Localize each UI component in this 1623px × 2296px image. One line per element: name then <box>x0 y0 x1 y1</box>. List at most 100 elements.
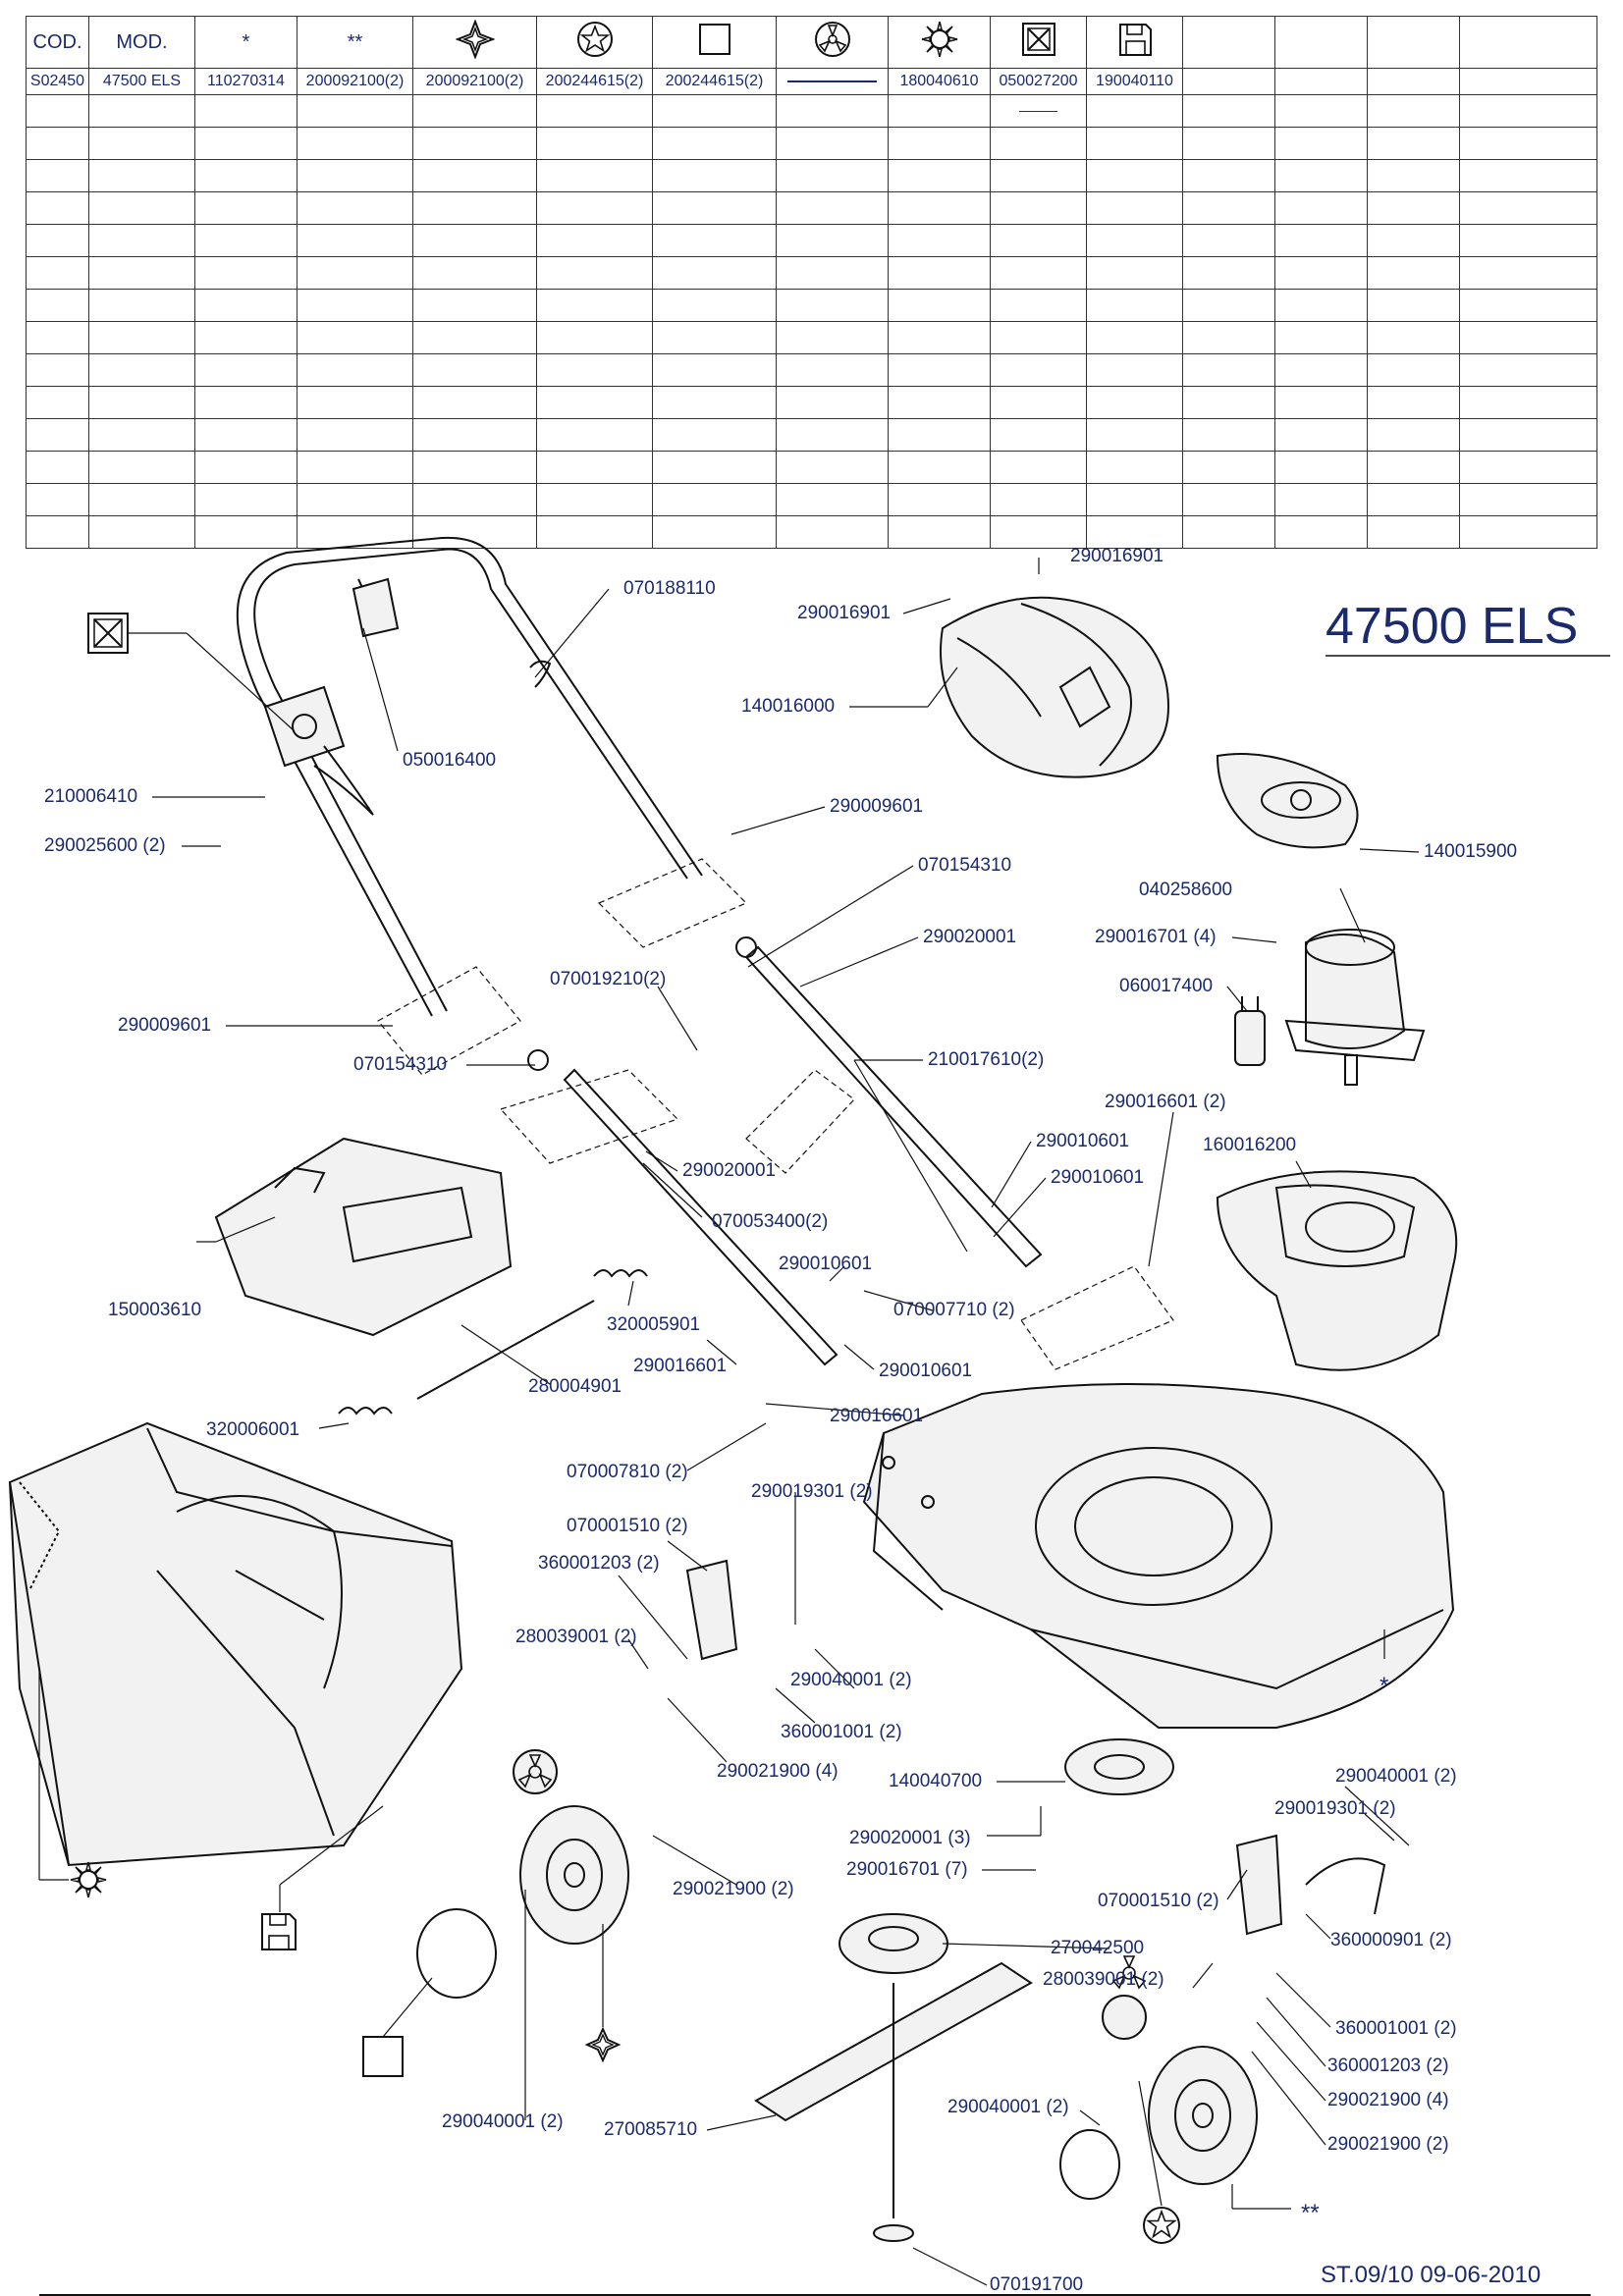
part-label: 290010601 <box>1051 1167 1144 1188</box>
part-label: 140040700 <box>889 1771 982 1791</box>
single-star-callout: * <box>1380 1673 1388 1699</box>
circle-star-icon <box>576 22 613 57</box>
part-label: 290021900 (4) <box>1327 2090 1449 2110</box>
floppy-disk-icon <box>261 1913 297 1950</box>
part-label: 040258600 <box>1139 880 1232 900</box>
cross-box-icon <box>87 613 129 654</box>
part-label: 270085710 <box>604 2119 697 2140</box>
part-label: 070007810 (2) <box>567 1462 688 1482</box>
part-label: 290020001 <box>923 927 1016 947</box>
header-wheel-cap-icon <box>412 16 537 69</box>
part-label: 050016400 <box>403 750 496 771</box>
part-label: 290009601 <box>118 1015 211 1036</box>
part-label: 360001001 (2) <box>781 1722 902 1742</box>
model-title: 47500 ELS <box>1325 598 1578 655</box>
part-label: 280004901 <box>528 1376 622 1397</box>
table-row <box>26 386 1597 419</box>
part-labels: 290016901 070188110 290016901 140016000 … <box>44 546 1517 2295</box>
table-row <box>26 483 1597 516</box>
part-label: 320006001 <box>206 1419 299 1440</box>
table-row <box>26 94 1597 128</box>
spring-upper <box>593 1269 648 1278</box>
mower-deck <box>862 1383 1455 1729</box>
part-label: 290010601 <box>879 1361 972 1381</box>
blade-bolt <box>873 1983 914 2242</box>
part-label: 290016601 (2) <box>1105 1092 1226 1112</box>
height-scale-right <box>1305 1857 1386 1915</box>
table-header-row: COD. MOD. * ** <box>26 16 1597 69</box>
floppy-disk-icon <box>1118 24 1152 56</box>
lower-handle-bars <box>527 936 1043 1366</box>
rear-wheel <box>1148 2046 1258 2185</box>
part-label: 070154310 <box>353 1054 447 1075</box>
part-label: 290016601 <box>633 1356 727 1376</box>
table-row <box>26 289 1597 322</box>
part-label: 360001001 (2) <box>1335 2018 1457 2039</box>
part-label: 290021900 (2) <box>1327 2134 1449 2155</box>
part-label: 070188110 <box>623 578 716 599</box>
part-label: 150003610 <box>108 1300 201 1320</box>
hub-cap-right <box>1102 1995 1147 2040</box>
part-label: 290020001 <box>682 1160 776 1181</box>
hub-cap-left <box>513 1749 558 1794</box>
header-circle-star-icon <box>536 16 653 69</box>
part-label: 290021900 (2) <box>673 1879 794 1899</box>
cross-box-icon <box>1021 23 1055 56</box>
cell-c5: 200244615(2) <box>536 68 653 95</box>
part-label: 280039001 (2) <box>1043 1969 1164 1990</box>
header-empty-4 <box>1459 16 1597 69</box>
header-fan-icon <box>776 16 889 69</box>
electric-motor <box>1284 929 1426 1086</box>
header-cod: COD. <box>26 16 89 69</box>
part-label: 290019301 (2) <box>1274 1798 1396 1819</box>
square-icon <box>362 2036 404 2077</box>
part-label: 210006410 <box>44 786 137 807</box>
header-empty-2 <box>1274 16 1368 69</box>
capacitor <box>1234 996 1266 1066</box>
part-label: 070053400(2) <box>712 1211 828 1232</box>
part-label: 290040001 (2) <box>1335 1766 1457 1787</box>
header-mod: MOD. <box>88 16 195 69</box>
part-label: 160016200 <box>1203 1135 1296 1155</box>
four-point-star-icon <box>454 19 496 60</box>
wheel-disc-cover <box>416 1908 497 1999</box>
cell-mod: 47500 ELS <box>88 68 195 95</box>
part-label: 270042500 <box>1051 1938 1144 1958</box>
motor-support <box>1216 1170 1458 1371</box>
double-star-callout: ** <box>1301 2200 1320 2226</box>
part-label: 070154310 <box>918 855 1011 876</box>
table-row <box>26 127 1597 160</box>
fan-disc <box>839 1913 948 1974</box>
part-label: 290010601 <box>1036 1131 1129 1151</box>
part-label: 070001510 (2) <box>567 1516 688 1536</box>
part-label: 290025600 (2) <box>44 835 166 856</box>
part-label: 070191700 <box>990 2274 1083 2295</box>
cell-c2: 110270314 <box>194 68 298 95</box>
blade-adaptor <box>1064 1738 1174 1795</box>
fan-icon <box>814 22 850 57</box>
fan-icon <box>517 1754 553 1789</box>
part-label: 290040001 (2) <box>790 1670 912 1690</box>
fan-icon <box>1111 1955 1147 1990</box>
table-row <box>26 159 1597 192</box>
height-lever-left <box>685 1559 738 1661</box>
circle-star-icon <box>1143 2207 1180 2244</box>
table-row <box>26 191 1597 225</box>
table-row <box>26 418 1597 452</box>
fan-housing <box>1216 753 1359 849</box>
sun-icon <box>70 1861 107 1898</box>
header-square-icon <box>652 16 777 69</box>
part-label: 290016901 <box>797 603 891 623</box>
part-label: 210017610(2) <box>928 1049 1044 1070</box>
part-label: 140015900 <box>1424 841 1517 862</box>
header-empty-3 <box>1367 16 1460 69</box>
part-label: 070007710 (2) <box>893 1300 1015 1320</box>
table-row <box>26 353 1597 387</box>
table-row <box>26 451 1597 484</box>
part-label: 290016901 <box>1070 546 1163 566</box>
table-row <box>26 321 1597 354</box>
part-label: 290010601 <box>779 1254 872 1274</box>
height-lever-right <box>1235 1834 1283 1936</box>
cell-c10: 190040110 <box>1086 68 1183 95</box>
part-label: 290019301 (2) <box>751 1481 873 1502</box>
